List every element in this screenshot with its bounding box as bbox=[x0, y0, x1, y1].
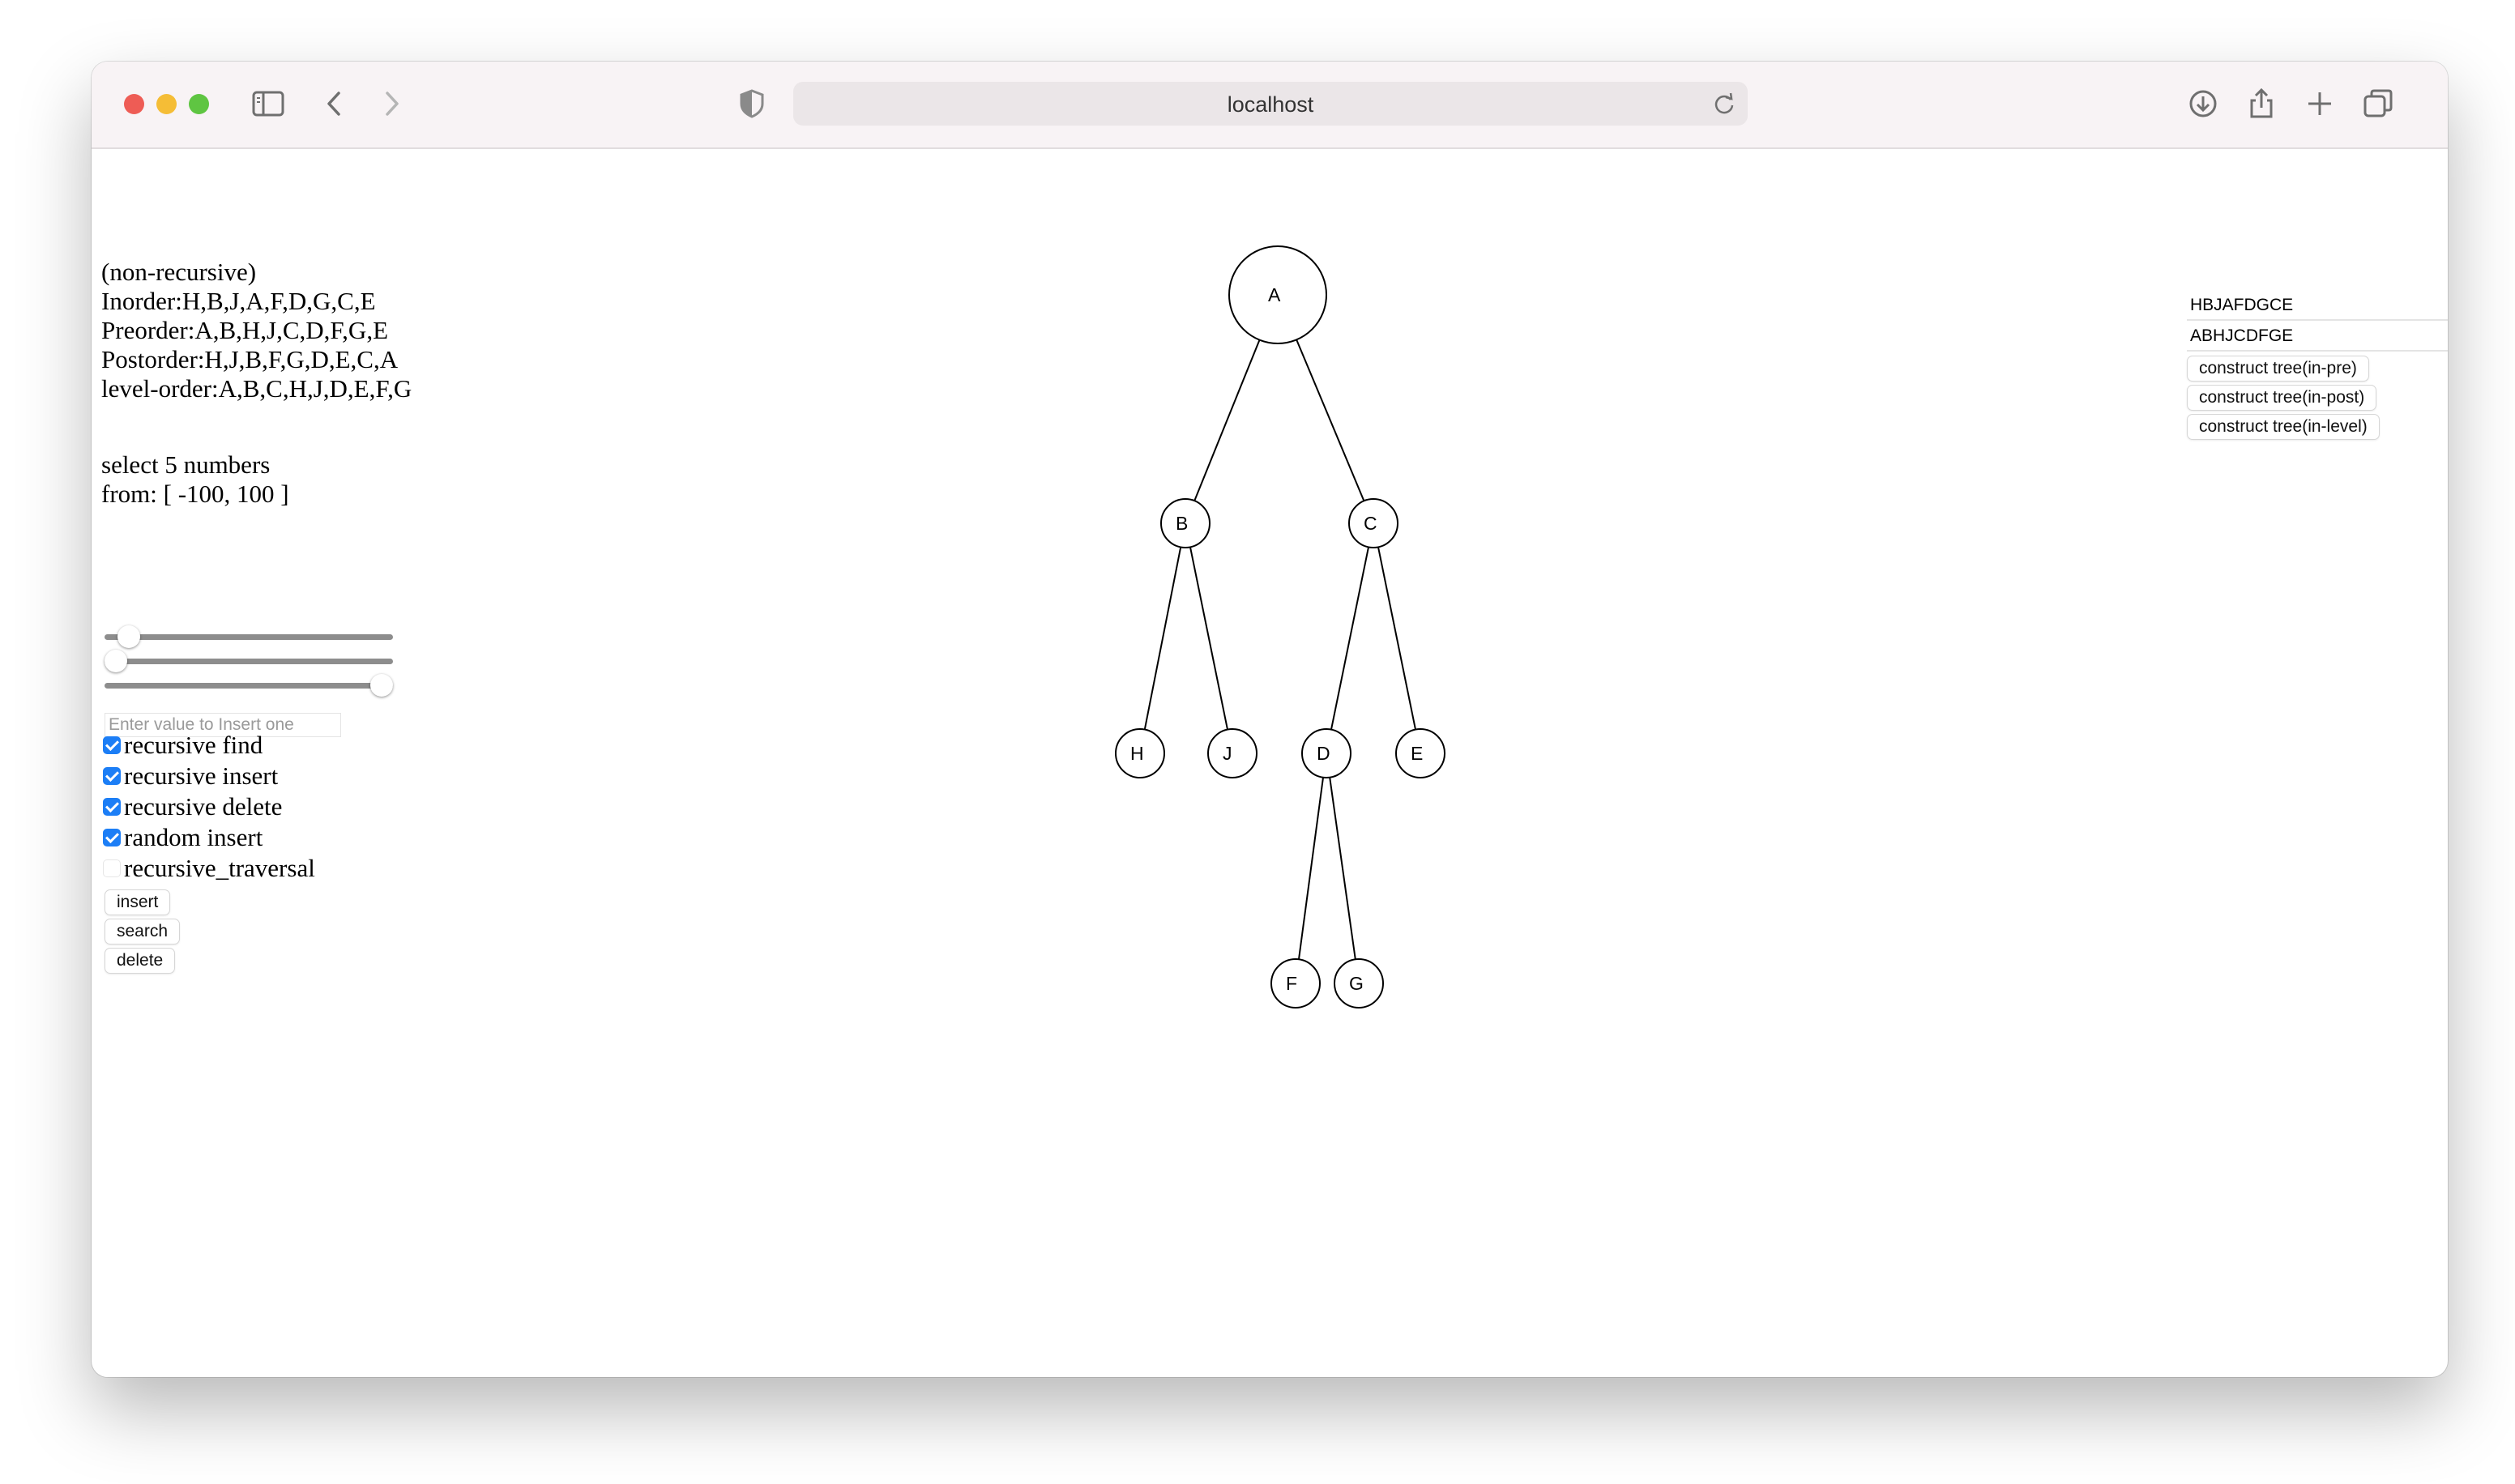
tree-edge-A-C bbox=[1296, 339, 1365, 501]
tree-node-label: G bbox=[1349, 973, 1364, 994]
shield-icon[interactable] bbox=[734, 86, 770, 122]
tree-node-circle bbox=[1160, 498, 1211, 548]
zoom-window-button[interactable] bbox=[189, 94, 209, 114]
tree-node-label: F bbox=[1286, 973, 1297, 994]
close-window-button[interactable] bbox=[124, 94, 144, 114]
slider-track bbox=[105, 659, 393, 664]
option-recursive-find[interactable]: recursive find bbox=[103, 731, 263, 760]
option-recursive-delete[interactable]: recursive delete bbox=[103, 792, 282, 821]
new-tab-icon[interactable] bbox=[2302, 86, 2338, 122]
slider-track bbox=[105, 634, 393, 640]
minimize-window-button[interactable] bbox=[156, 94, 177, 114]
tree-edge-D-F bbox=[1297, 777, 1325, 960]
option-recursive-insert[interactable]: recursive insert bbox=[103, 761, 278, 791]
browser-toolbar: localhost bbox=[92, 62, 2448, 149]
tab-overview-icon[interactable] bbox=[2360, 86, 2396, 122]
tree-node-label: H bbox=[1130, 743, 1144, 764]
select-range-text: from: [ -100, 100 ] bbox=[101, 480, 289, 508]
page-content: (non-recursive) Inorder:H,B,J,A,F,D,G,C,… bbox=[92, 149, 2448, 1377]
sidebar-icon[interactable] bbox=[250, 86, 286, 122]
tree-node-label: B bbox=[1176, 513, 1188, 534]
slider-3[interactable] bbox=[105, 674, 393, 697]
tree-node-label: J bbox=[1223, 743, 1232, 764]
tree-node-circle bbox=[1228, 245, 1327, 344]
option-recursive-traversal[interactable]: recursive_traversal bbox=[103, 854, 315, 883]
tree-node-G: G bbox=[1334, 958, 1384, 1009]
tree-edge-C-E bbox=[1377, 547, 1416, 730]
tree-node-A: A bbox=[1228, 245, 1327, 344]
tree-node-label: C bbox=[1364, 513, 1377, 534]
option-label: recursive insert bbox=[124, 761, 279, 790]
tree-node-label: A bbox=[1268, 284, 1281, 305]
checkbox[interactable] bbox=[103, 767, 121, 785]
tree-node-label: D bbox=[1317, 743, 1330, 764]
tree-node-F: F bbox=[1270, 958, 1321, 1009]
option-random-insert[interactable]: random insert bbox=[103, 823, 263, 852]
tree-node-B: B bbox=[1160, 498, 1211, 548]
preorder-text: Preorder:A,B,H,J,C,D,F,G,E bbox=[101, 316, 389, 344]
postorder-text: Postorder:H,J,B,F,G,D,E,C,A bbox=[101, 345, 399, 373]
delete-button[interactable]: delete bbox=[105, 948, 176, 974]
traversal-mode: (non-recursive) bbox=[101, 258, 257, 286]
browser-window: localhost (non-recursive) In bbox=[92, 62, 2448, 1377]
checkbox[interactable] bbox=[103, 829, 121, 846]
tree-node-circle bbox=[1301, 728, 1351, 778]
option-label: recursive delete bbox=[124, 792, 283, 821]
forward-icon[interactable] bbox=[374, 86, 409, 122]
tree-node-J: J bbox=[1207, 728, 1258, 778]
option-label: recursive_traversal bbox=[124, 854, 315, 882]
tree-node-circle bbox=[1348, 498, 1398, 548]
tree-node-C: C bbox=[1348, 498, 1398, 548]
checkbox[interactable] bbox=[103, 736, 121, 754]
tree-edge-C-D bbox=[1330, 547, 1369, 730]
tree-node-circle bbox=[1207, 728, 1258, 778]
back-icon[interactable] bbox=[317, 86, 352, 122]
tree-node-circle bbox=[1270, 958, 1321, 1009]
traversal-input-1[interactable] bbox=[2187, 292, 2448, 321]
search-button[interactable]: search bbox=[105, 919, 181, 945]
traversal-input-2[interactable] bbox=[2187, 322, 2448, 352]
inorder-text: Inorder:H,B,J,A,F,D,G,C,E bbox=[101, 287, 376, 315]
address-bar[interactable]: localhost bbox=[793, 82, 1748, 126]
slider-1[interactable] bbox=[105, 625, 393, 648]
tree-node-circle bbox=[1334, 958, 1384, 1009]
url-text: localhost bbox=[1227, 92, 1314, 117]
tree-node-label: E bbox=[1411, 743, 1423, 764]
construct-in-pre-button[interactable]: construct tree(in-pre) bbox=[2187, 356, 2369, 382]
selection-info: select 5 numbers from: [ -100, 100 ] bbox=[101, 450, 289, 509]
tree-node-E: E bbox=[1395, 728, 1445, 778]
levelorder-text: level-order:A,B,C,H,J,D,E,F,G bbox=[101, 374, 412, 403]
option-label: random insert bbox=[124, 823, 263, 851]
download-icon[interactable] bbox=[2185, 86, 2221, 122]
tree-edge-A-B bbox=[1193, 339, 1261, 501]
tree-node-circle bbox=[1115, 728, 1165, 778]
tree-node-H: H bbox=[1115, 728, 1165, 778]
binary-tree-diagram: A B C H J D E F G bbox=[1115, 245, 1445, 1009]
checkbox[interactable] bbox=[103, 859, 121, 877]
option-label: recursive find bbox=[124, 731, 263, 759]
tree-edge-B-J bbox=[1189, 547, 1228, 730]
select-count-text: select 5 numbers bbox=[101, 450, 271, 479]
tree-node-D: D bbox=[1301, 728, 1351, 778]
slider-track bbox=[105, 683, 393, 689]
slider-thumb[interactable] bbox=[370, 674, 393, 697]
slider-thumb[interactable] bbox=[105, 650, 127, 672]
insert-value-input[interactable] bbox=[105, 713, 341, 737]
tree-edge-B-H bbox=[1143, 547, 1182, 730]
checkbox[interactable] bbox=[103, 798, 121, 816]
slider-2[interactable] bbox=[105, 650, 393, 672]
insert-button[interactable]: insert bbox=[105, 889, 171, 915]
slider-thumb[interactable] bbox=[117, 625, 141, 648]
construct-in-post-button[interactable]: construct tree(in-post) bbox=[2187, 385, 2377, 411]
reload-icon[interactable] bbox=[1710, 90, 1738, 117]
construct-in-level-button[interactable]: construct tree(in-level) bbox=[2187, 414, 2380, 440]
traversal-output: (non-recursive) Inorder:H,B,J,A,F,D,G,C,… bbox=[101, 258, 412, 403]
share-icon[interactable] bbox=[2244, 86, 2279, 122]
tree-node-circle bbox=[1395, 728, 1445, 778]
tree-edge-D-G bbox=[1329, 777, 1356, 960]
